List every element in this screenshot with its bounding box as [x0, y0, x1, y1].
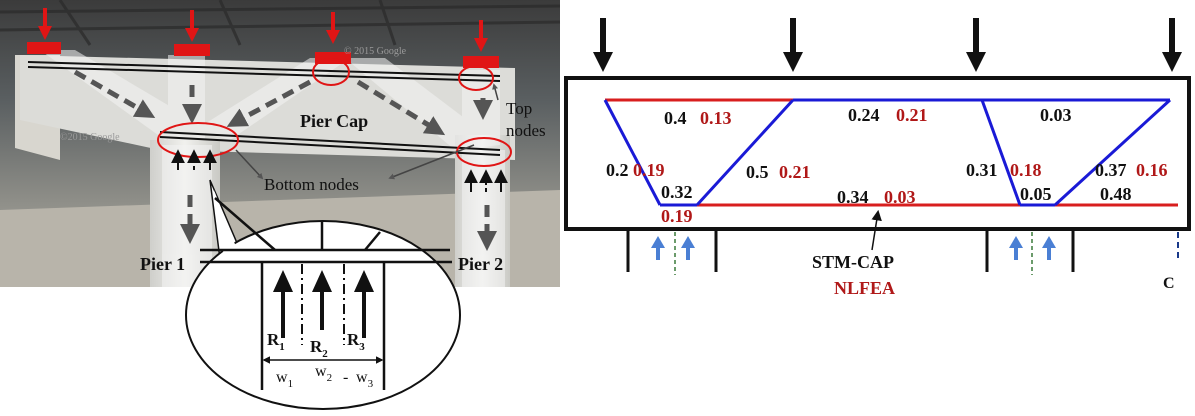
right-vert-strut — [980, 99, 1022, 206]
legend-pointer — [871, 209, 882, 251]
inset-frame-lines — [200, 197, 452, 390]
top-nodes-label-line1: Top — [506, 99, 532, 118]
model-struts — [603, 98, 1172, 207]
model-reaction-arrows — [651, 236, 1056, 260]
right-vert-nlfea: 0.18 — [1010, 160, 1042, 180]
bottom-mid-stm: 0.34 — [837, 187, 869, 207]
photo-panel: © 2015 Google ©2015 Google Pier Cap Top … — [0, 0, 561, 287]
top-node-right-marker — [458, 65, 494, 91]
watermark-2: ©2015 Google — [60, 132, 120, 143]
mid-diag-strut — [695, 98, 795, 207]
model-load-arrows — [593, 18, 1182, 72]
mid-diag-nlfea: 0.21 — [779, 162, 811, 182]
bottom-tie — [159, 131, 501, 156]
model-ties — [605, 98, 1178, 207]
bottom-nodes-label: Bottom nodes — [264, 175, 359, 194]
node-reaction-arrows — [171, 149, 508, 192]
overhead-beams — [0, 0, 561, 46]
pier-1-label: Pier 1 — [140, 254, 185, 274]
left-diag-nlfea: 0.19 — [633, 160, 665, 180]
w3-label: w3 — [356, 369, 374, 390]
centerline-label: C — [1163, 275, 1175, 292]
top-left-nlfea: 0.13 — [700, 108, 732, 128]
bottom-left-nlfea: 0.19 — [661, 206, 693, 226]
right-diag-strut — [1053, 98, 1172, 207]
cap-outline — [564, 76, 1191, 231]
top-mid-stm: 0.24 — [848, 105, 880, 125]
w2-label: w2 — [315, 363, 332, 384]
bottom-right-b-stm: 0.48 — [1100, 184, 1132, 204]
left-diag-strut — [603, 99, 662, 206]
stm-model-panel: 0.4 0.13 0.24 0.21 0.03 0.2 0.19 0.32 0.… — [564, 18, 1191, 298]
top-tie — [27, 61, 501, 82]
right-vert-stm: 0.31 — [966, 160, 998, 180]
right-diag-stm: 0.37 — [1095, 160, 1127, 180]
top-mid-nlfea: 0.21 — [896, 105, 928, 125]
r2-label: R2 — [310, 337, 328, 360]
legend-nlfea: NLFEA — [834, 278, 895, 298]
top-left-stm: 0.4 — [664, 108, 687, 128]
r1-label: R1 — [267, 330, 285, 353]
strut-overlay — [40, 50, 505, 287]
pier-2-label: Pier 2 — [458, 254, 503, 274]
bottom-right-a-stm: 0.05 — [1020, 184, 1052, 204]
support-centerlines — [674, 232, 1033, 275]
left-diag-stm: 0.2 — [606, 160, 629, 180]
w-dash: - — [343, 369, 348, 386]
legend-stm: STM-CAP — [812, 252, 894, 272]
bottom-left-stm: 0.32 — [661, 182, 693, 202]
strut-flow-arrows — [73, 69, 497, 251]
top-node-mid-marker — [312, 58, 350, 86]
w1-label: w1 — [276, 369, 293, 390]
top-right-stm: 0.03 — [1040, 105, 1072, 125]
right-diag-nlfea: 0.16 — [1136, 160, 1168, 180]
pier-cap-label: Pier Cap — [300, 111, 368, 131]
mid-diag-stm: 0.5 — [746, 162, 769, 182]
callout-lines — [235, 83, 499, 180]
inset-division-lines — [301, 264, 345, 345]
inset-reaction-arrows — [273, 270, 374, 338]
top-nodes-label-line2: nodes — [506, 121, 546, 140]
inset-node-detail: R1 R2 R3 w1 w2 - w3 — [185, 179, 461, 410]
r3-label: R3 — [347, 330, 365, 353]
member-labels: 0.4 0.13 0.24 0.21 0.03 0.2 0.19 0.32 0.… — [606, 105, 1168, 226]
bottom-mid-nlfea: 0.03 — [884, 187, 916, 207]
watermark-1: © 2015 Google — [344, 46, 407, 57]
model-supports — [626, 229, 1075, 272]
